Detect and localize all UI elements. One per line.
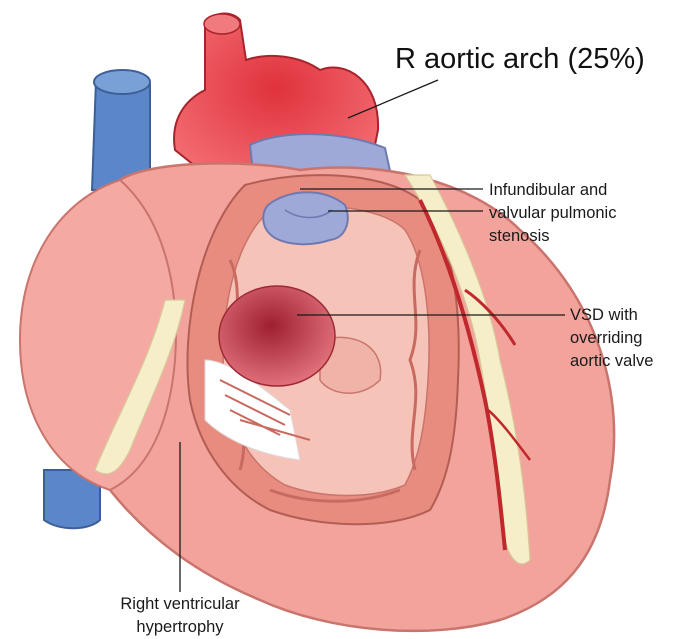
figure-title: R aortic arch (25%): [395, 43, 645, 75]
vsd-line-1: VSD with: [570, 306, 638, 324]
infundibular-line-1: Infundibular and: [489, 181, 607, 199]
label-vsd: VSD with overriding aortic valve: [570, 306, 653, 370]
vsd-line-2: overriding: [570, 329, 642, 347]
rvh-line-1: Right ventricular: [120, 595, 240, 613]
label-rvh: Right ventricular hypertrophy: [120, 595, 240, 636]
label-infundibular: Infundibular and valvular pulmonic steno…: [489, 181, 616, 245]
vsd-line-3: aortic valve: [570, 352, 653, 370]
pulmonic-valve: [263, 192, 347, 244]
infundibular-line-3: stenosis: [489, 227, 550, 245]
infundibular-line-2: valvular pulmonic: [489, 204, 616, 222]
rvh-line-2: hypertrophy: [136, 618, 224, 636]
vsd-opening: [219, 286, 335, 386]
